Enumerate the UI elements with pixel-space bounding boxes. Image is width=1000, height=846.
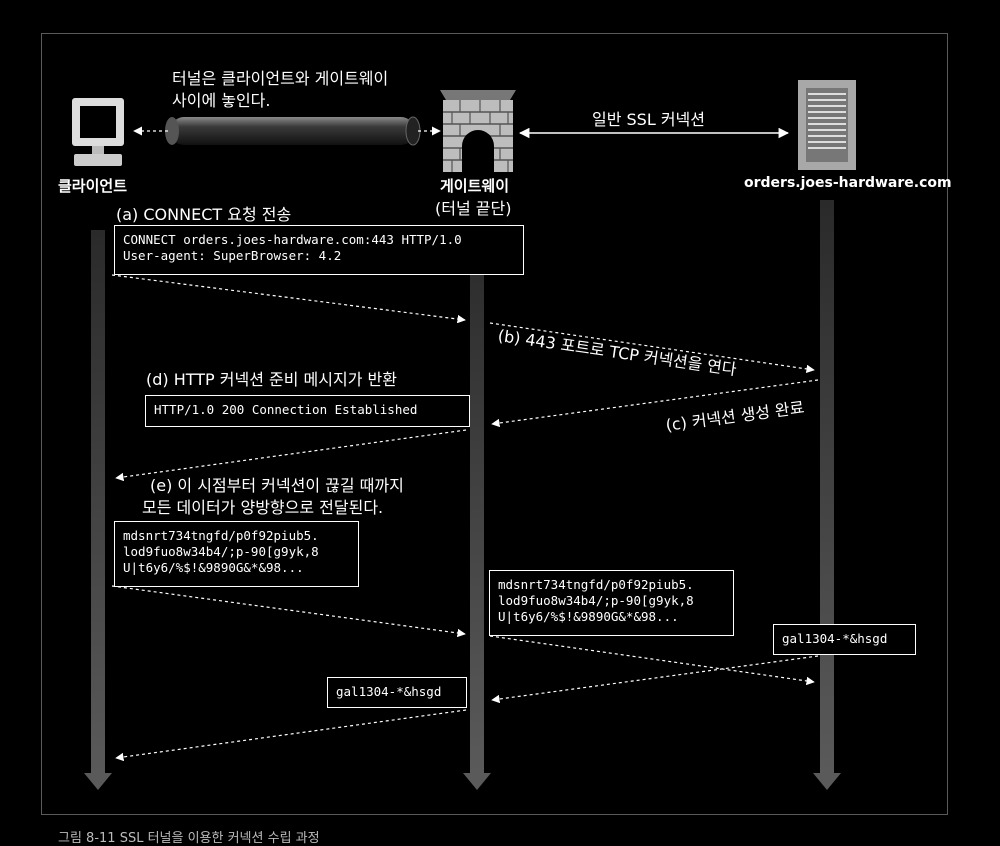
- data-gateway-line3: U|t6y6/%$!&9890G&*&98...: [498, 609, 679, 624]
- data-client-line3: U|t6y6/%$!&9890G&*&98...: [123, 560, 304, 575]
- tunnel-note: 터널은 클라이언트와 게이트웨이 사이에 놓인다.: [172, 68, 388, 112]
- connect-request-line2: User-agent: SuperBrowser: 4.2: [123, 248, 342, 263]
- data-gateway-line2: lod9fuo8w34b4/;p-90[g9yk,8: [498, 593, 694, 608]
- arrow-connect-request: [111, 274, 466, 324]
- server-label: orders.joes-hardware.com: [744, 175, 952, 191]
- arrow-data-gateway-to-server: [489, 635, 815, 686]
- data-client-line2: lod9fuo8w34b4/;p-90[g9yk,8: [123, 544, 319, 559]
- tunnel-note-line1: 터널은 클라이언트와 게이트웨이: [172, 69, 389, 88]
- reply-server-line: gal1304-*&hsgd: [782, 631, 888, 646]
- gateway-sublabel: (터널 끝단): [435, 199, 512, 218]
- gateway-label: 게이트웨이: [440, 177, 510, 195]
- step-e-line2: 모든 데이터가 양방향으로 전달된다.: [142, 498, 384, 517]
- step-d-label: (d) HTTP 커넥션 준비 메시지가 반환: [146, 370, 397, 389]
- computer-icon: [72, 98, 124, 166]
- data-client-line1: mdsnrt734tngfd/p0f92piub5.: [123, 528, 319, 543]
- step-e-label: (e) 이 시점부터 커넥션이 끊길 때까지 모든 데이터가 양방향으로 전달된…: [142, 475, 404, 519]
- step-a-label: (a) CONNECT 요청 전송: [116, 205, 292, 224]
- reply-box-gateway: gal1304-*&hsgd: [327, 677, 467, 708]
- tunnel-note-line2: 사이에 놓인다.: [172, 91, 271, 110]
- server-icon: [798, 80, 856, 170]
- client-label: 클라이언트: [58, 177, 128, 195]
- gateway-icon: [440, 90, 516, 172]
- lifeline-client: [84, 230, 112, 790]
- reply-gateway-line: gal1304-*&hsgd: [336, 684, 442, 699]
- arrow-connection-complete: [491, 379, 819, 428]
- arrow-reply-server-to-gateway: [491, 655, 819, 704]
- step-e-line1: (e) 이 시점부터 커넥션이 끊길 때까지: [150, 476, 404, 495]
- figure-caption: 그림 8-11 SSL 터널을 이용한 커넥션 수립 과정: [58, 831, 320, 846]
- data-box-gateway: mdsnrt734tngfd/p0f92piub5. lod9fuo8w34b4…: [489, 570, 734, 636]
- arrow-data-client-to-gateway: [111, 585, 466, 638]
- data-gateway-line1: mdsnrt734tngfd/p0f92piub5.: [498, 577, 694, 592]
- reply-box-server: gal1304-*&hsgd: [773, 624, 916, 655]
- diagram-frame: [41, 33, 948, 815]
- connect-response-box: HTTP/1.0 200 Connection Established: [145, 395, 470, 427]
- lifeline-gateway: [463, 230, 491, 790]
- arrow-ready-message: [115, 429, 467, 482]
- ssl-label: 일반 SSL 커넥션: [592, 110, 705, 129]
- arrow-reply-gateway-to-client: [115, 709, 467, 762]
- connect-response-line: HTTP/1.0 200 Connection Established: [154, 402, 418, 417]
- data-box-client: mdsnrt734tngfd/p0f92piub5. lod9fuo8w34b4…: [114, 521, 359, 587]
- connect-request-box: CONNECT orders.joes-hardware.com:443 HTT…: [114, 225, 524, 275]
- lifeline-server: [813, 200, 841, 790]
- tunnel-icon: [165, 116, 421, 146]
- connect-request-line1: CONNECT orders.joes-hardware.com:443 HTT…: [123, 232, 462, 247]
- arrow-open-tcp: [489, 322, 815, 374]
